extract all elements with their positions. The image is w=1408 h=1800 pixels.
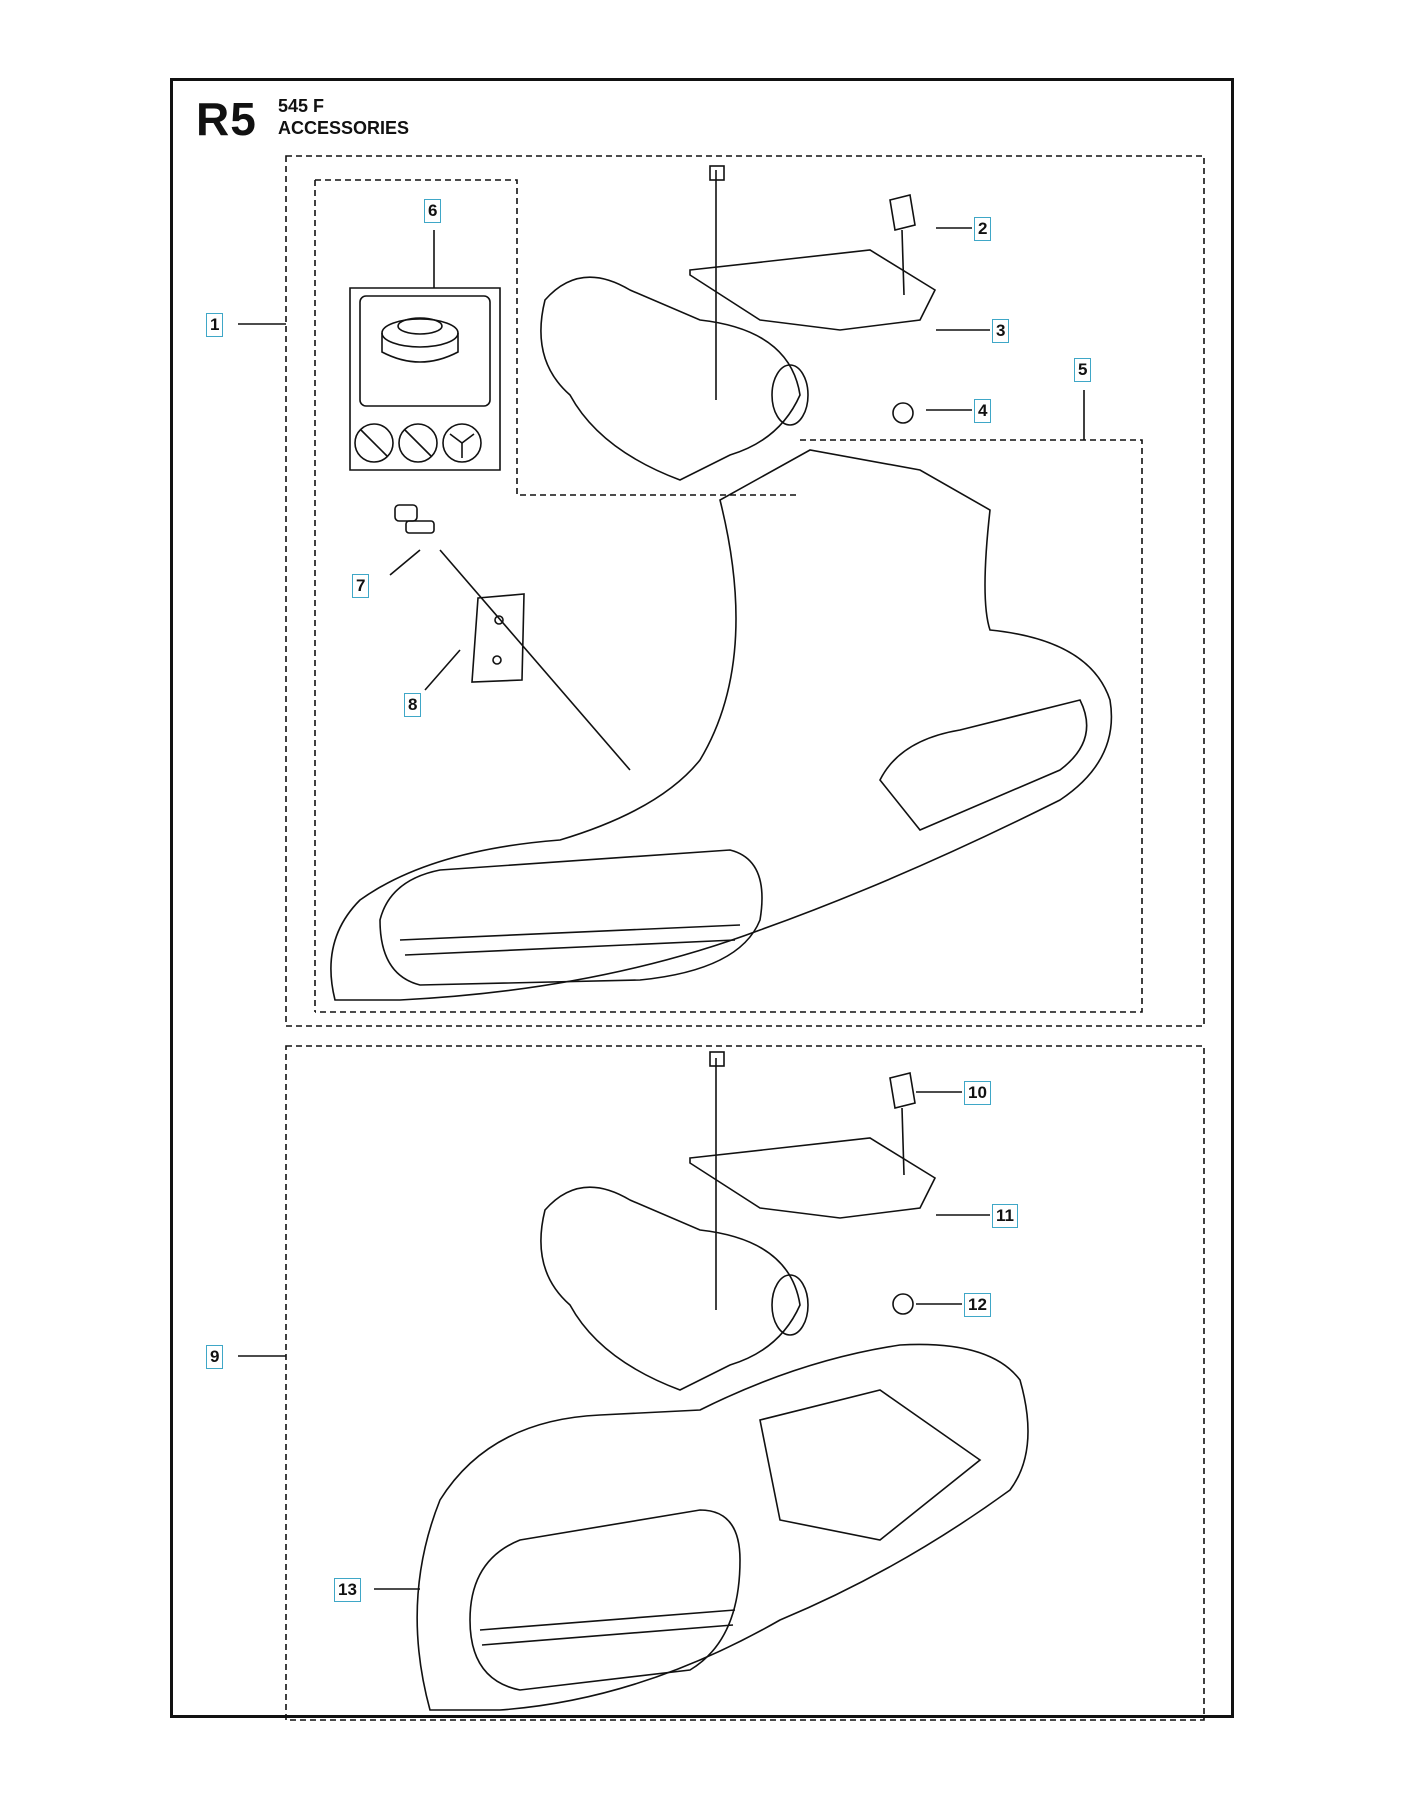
callout-9: 9 bbox=[206, 1345, 224, 1369]
section-title: ACCESSORIES bbox=[278, 118, 410, 138]
callout-4: 4 bbox=[974, 399, 992, 423]
callout-11: 11 bbox=[992, 1204, 1018, 1228]
callout-1: 1 bbox=[206, 313, 224, 337]
callout-8: 8 bbox=[404, 693, 422, 717]
callout-12: 12 bbox=[964, 1293, 991, 1317]
callout-10: 10 bbox=[964, 1081, 991, 1105]
model-name: 545 F bbox=[278, 96, 325, 116]
callout-6: 6 bbox=[424, 199, 442, 223]
callout-3: 3 bbox=[992, 319, 1010, 343]
diagram-frame bbox=[170, 78, 1234, 1718]
group-box-1 bbox=[285, 155, 1205, 1027]
page-code: R5 bbox=[196, 93, 257, 145]
callout-7: 7 bbox=[352, 574, 370, 598]
group-box-5 bbox=[315, 439, 1143, 1013]
group-box-9 bbox=[285, 1045, 1205, 1721]
callout-2: 2 bbox=[974, 217, 992, 241]
callout-13: 13 bbox=[334, 1578, 361, 1602]
group-box-6 bbox=[315, 179, 800, 496]
callout-5: 5 bbox=[1074, 358, 1092, 382]
